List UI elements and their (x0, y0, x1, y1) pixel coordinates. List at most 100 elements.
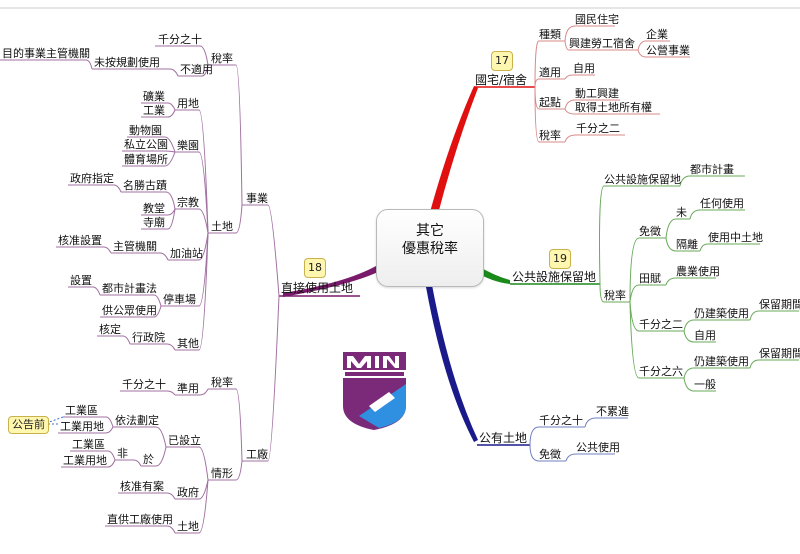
node-sili[interactable]: 私立公園 (124, 138, 168, 151)
node-gongye[interactable]: 工業 (143, 104, 165, 117)
branch-direct[interactable]: 直接使用土地 (281, 281, 354, 295)
line-gongchang (242, 295, 280, 462)
center-node[interactable]: 其它 優惠稅率 (376, 209, 484, 287)
node-qf6[interactable]: 千分之六 (639, 365, 683, 378)
node-zongjiao[interactable]: 宗教 (177, 196, 199, 209)
line-shezhi (68, 286, 101, 296)
node-public-qf10[interactable]: 千分之十 (539, 414, 583, 427)
node-gongchang-tudi[interactable]: 土地 (177, 520, 199, 533)
node-tudi[interactable]: 土地 (211, 220, 233, 233)
node-gyd1[interactable]: 工業用地 (60, 420, 104, 433)
branch-public[interactable]: 公有土地 (479, 431, 528, 445)
node-dongong[interactable]: 動工興建 (575, 87, 619, 100)
node-zhengfu[interactable]: 政府指定 (70, 172, 114, 185)
line-hezhun (56, 246, 112, 254)
node-wei[interactable]: 未 (676, 206, 687, 219)
node-gsbl[interactable]: 公共設施保留地 (604, 173, 681, 186)
node-shezhi[interactable]: 設置 (70, 274, 92, 287)
line-hezhunyouan (118, 492, 176, 500)
node-qidian[interactable]: 起點 (539, 96, 561, 109)
node-simiao[interactable]: 寺廟 (143, 216, 165, 229)
node-mingsheng[interactable]: 名勝古蹟 (123, 179, 167, 192)
line-nongye (665, 277, 716, 286)
node-shiyong[interactable]: 適用 (539, 66, 561, 79)
node-public-mianzheng[interactable]: 免徵 (539, 448, 561, 461)
node-jiaotang[interactable]: 教堂 (143, 202, 165, 215)
node-fengjian1[interactable]: 仍建築使用 (694, 307, 749, 320)
node-dushifa[interactable]: 都市計畫法 (102, 282, 157, 295)
wedge-direct (283, 266, 378, 297)
node-mudi[interactable]: 目的事業主管機關 (2, 47, 90, 60)
node-minzhai[interactable]: 國民住宅 (575, 13, 619, 26)
node-shiye-qf10[interactable]: 千分之十 (158, 33, 202, 46)
node-zhunyong[interactable]: 準用 (177, 382, 199, 395)
node-bushiyong[interactable]: 不適用 (180, 63, 213, 76)
badge-17: 17 (491, 51, 513, 71)
node-yifa[interactable]: 依法劃定 (115, 414, 159, 427)
node-qingxing[interactable]: 情形 (211, 467, 233, 480)
branch-house[interactable]: 國宅/宿舍 (475, 73, 528, 87)
node-dushi[interactable]: 都市計畫 (690, 163, 734, 176)
node-gongchang[interactable]: 工廠 (246, 448, 268, 461)
line-tianfu (629, 284, 666, 303)
node-weian[interactable]: 未按規劃使用 (94, 56, 160, 69)
node-gqu2[interactable]: 工業區 (72, 438, 105, 451)
node-yongdi[interactable]: 用地 (177, 97, 199, 110)
line-ziyong (564, 74, 595, 80)
node-gongying[interactable]: 公營事業 (646, 44, 690, 57)
node-gelie[interactable]: 隔離 (676, 238, 698, 251)
node-kind[interactable]: 種類 (539, 28, 561, 41)
node-shiye-shuilv[interactable]: 稅率 (211, 52, 233, 65)
node-tianfu[interactable]: 田賦 (639, 272, 661, 285)
node-yiban[interactable]: 一般 (694, 378, 716, 391)
node-reserved-ziyong[interactable]: 自用 (694, 329, 716, 342)
node-baoliu2[interactable]: 保留期間 (759, 347, 800, 360)
node-fei[interactable]: 非 (117, 447, 128, 460)
node-tingche[interactable]: 停車場 (163, 293, 196, 306)
node-kuangye[interactable]: 礦業 (143, 90, 165, 103)
node-reserved-qf2[interactable]: 千分之二 (639, 318, 683, 331)
node-gongzhong[interactable]: 供公眾使用 (102, 304, 157, 317)
node-yishe[interactable]: 已設立 (168, 434, 201, 447)
node-ziyong[interactable]: 自用 (573, 62, 595, 75)
line-gsbl (599, 185, 680, 285)
node-dongwu[interactable]: 動物園 (129, 124, 162, 137)
line-jiayou (168, 232, 209, 261)
node-gyd2[interactable]: 工業用地 (63, 454, 107, 467)
wedge-house (430, 86, 478, 214)
node-quxde[interactable]: 取得土地所有權 (575, 101, 652, 114)
node-buleijin[interactable]: 不累進 (596, 405, 629, 418)
node-xingjian[interactable]: 興建勞工宿舍 (569, 37, 635, 50)
node-reserved-shuilv[interactable]: 稅率 (604, 289, 626, 302)
line-weian (92, 68, 179, 77)
node-hezhunyouan[interactable]: 核准有案 (120, 480, 164, 493)
branch-reserved[interactable]: 公共設施保留地 (512, 270, 597, 284)
node-gongchang-shuilv[interactable]: 稅率 (211, 376, 233, 389)
node-xingzheng[interactable]: 行政院 (132, 331, 165, 344)
node-shiyongzhong[interactable]: 使用中土地 (708, 231, 763, 244)
node-zhengfu2[interactable]: 政府 (177, 486, 199, 499)
node-tiyu[interactable]: 體育場所 (124, 153, 168, 166)
node-house-qf2[interactable]: 千分之二 (576, 122, 620, 135)
line-fei (115, 459, 142, 467)
node-jiayou[interactable]: 加油站 (170, 247, 203, 260)
node-house-shuilv[interactable]: 稅率 (539, 129, 561, 142)
node-fengjian2[interactable]: 仍建築使用 (694, 355, 749, 368)
node-renhe[interactable]: 任何使用 (700, 197, 744, 210)
node-qiye[interactable]: 企業 (646, 28, 668, 41)
node-gongong[interactable]: 公共使用 (576, 441, 620, 454)
node-mianzheng[interactable]: 免徵 (639, 225, 661, 238)
node-heding[interactable]: 核定 (99, 323, 121, 336)
node-nongye[interactable]: 農業使用 (676, 265, 720, 278)
node-qita[interactable]: 其他 (177, 337, 199, 350)
node-yu[interactable]: 於 (143, 453, 154, 466)
line-baoliu2 (749, 359, 799, 369)
node-gqu1[interactable]: 工業區 (65, 404, 98, 417)
node-hezhun[interactable]: 核准設置 (58, 234, 102, 247)
node-baoliu1[interactable]: 保留期間 (759, 298, 800, 311)
node-zhigong[interactable]: 直供工廠使用 (107, 513, 173, 526)
node-shiye[interactable]: 事業 (246, 192, 268, 205)
node-leyuan[interactable]: 樂園 (177, 139, 199, 152)
node-zhuguan[interactable]: 主管機關 (113, 240, 157, 253)
node-gongchang-qf10[interactable]: 千分之十 (122, 378, 166, 391)
